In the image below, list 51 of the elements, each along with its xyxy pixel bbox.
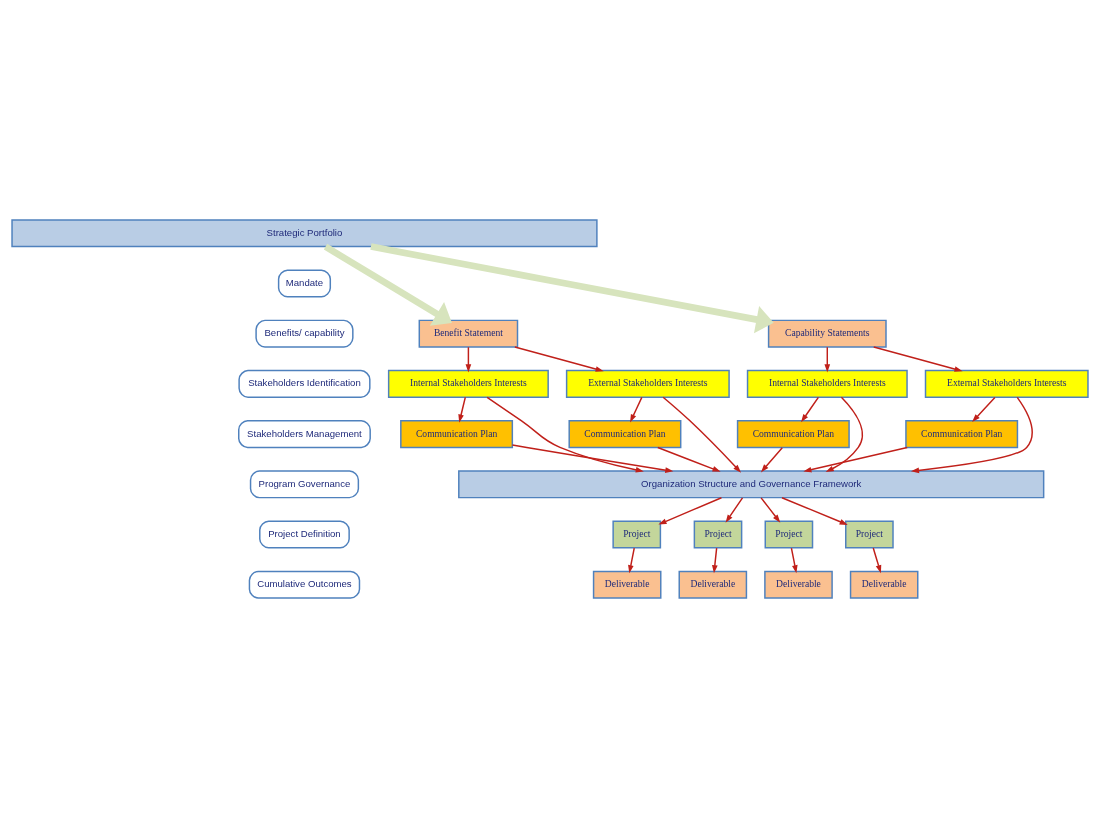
- node-box: Project: [693, 520, 743, 549]
- node-box: Communication Plan: [736, 420, 850, 449]
- arrow: [712, 547, 718, 574]
- node-box: Capability Statements: [767, 319, 887, 348]
- arrow: [972, 396, 996, 423]
- node-box: Stakeholders Identification: [238, 369, 371, 398]
- node-box: Internal Stakeholders Interests: [387, 369, 549, 398]
- arrow: [760, 446, 783, 473]
- node-box: Project: [845, 520, 894, 549]
- node-box: Project: [612, 520, 662, 549]
- node-box: Program Governance: [249, 470, 360, 499]
- node-box: Deliverable: [592, 570, 662, 599]
- node-box: Mandate: [277, 269, 332, 298]
- arrow: [872, 547, 882, 574]
- arrow: [662, 396, 742, 473]
- arrow: [511, 444, 674, 473]
- node-box: Deliverable: [678, 570, 748, 599]
- arrow: [658, 497, 723, 525]
- node-box: Communication Plan: [568, 420, 682, 449]
- node-box: Internal Stakeholders Interests: [746, 369, 908, 398]
- node-box: Stakeholders Management: [238, 420, 371, 449]
- arrow: [801, 396, 820, 423]
- arrow: [323, 243, 452, 326]
- arrow: [790, 547, 798, 574]
- node-box: Benefits/ capability: [255, 319, 354, 348]
- node-box: Deliverable: [764, 570, 833, 599]
- node-box: Cumulative Outcomes: [248, 570, 361, 599]
- node-box: Organization Structure and Governance Framework: [458, 470, 1045, 499]
- arrow: [803, 446, 908, 473]
- node-box: Project Definition: [259, 520, 350, 549]
- node-box: External Stakeholders Interests: [565, 369, 730, 398]
- arrow: [725, 497, 744, 523]
- arrow: [486, 396, 644, 473]
- node-box: External Stakeholders Interests: [924, 369, 1089, 398]
- arrow: [657, 446, 721, 472]
- node-box: Benefit Statement: [418, 319, 519, 348]
- arrow: [514, 346, 604, 372]
- arrow: [630, 396, 643, 423]
- node-box: Communication Plan: [400, 420, 514, 449]
- arrow: [370, 243, 774, 334]
- arrow: [781, 497, 848, 525]
- arrow: [760, 497, 781, 523]
- arrow: [873, 346, 963, 372]
- node-box: Project: [764, 520, 814, 549]
- arrow: [458, 396, 467, 423]
- node-box: Strategic Portfolio: [11, 219, 598, 248]
- node-box: Communication Plan: [905, 420, 1019, 449]
- arrow: [825, 396, 864, 472]
- node-box: Deliverable: [849, 570, 919, 599]
- arrow: [910, 396, 1033, 474]
- arrow: [628, 547, 635, 574]
